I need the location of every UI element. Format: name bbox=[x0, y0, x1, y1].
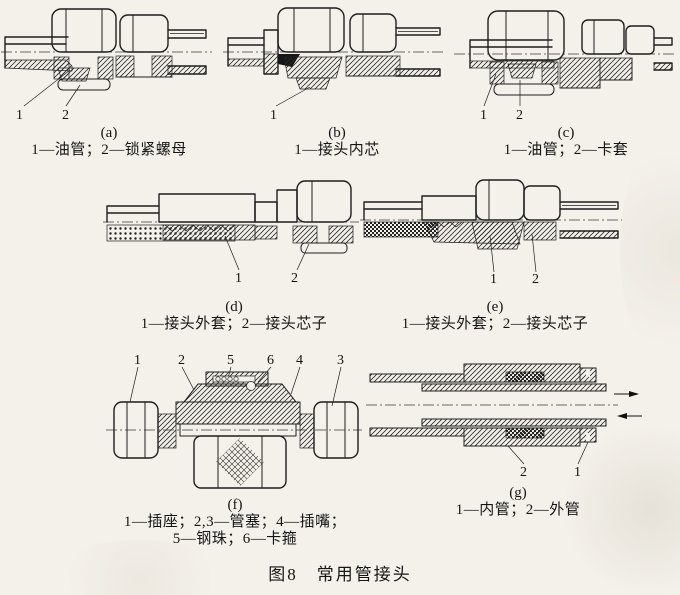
figure-a: 1 2 (a) 1—油管；2—锁紧螺母 bbox=[0, 2, 218, 159]
figure-c-drawing: 1 2 bbox=[454, 10, 674, 123]
leader-line bbox=[65, 84, 81, 107]
leader-line bbox=[23, 69, 71, 107]
part-label: 2 bbox=[516, 108, 523, 123]
figure-f: 1 2 5 6 4 3 (f) 1—插座；2,3—管塞；4—插嘴； 5—钢珠；6… bbox=[106, 350, 364, 548]
figure-f-drawing: 1 2 5 6 4 3 bbox=[106, 353, 362, 489]
part-label: 1 bbox=[235, 271, 242, 286]
part-label: 3 bbox=[337, 353, 344, 368]
leader-line bbox=[489, 235, 495, 273]
leader-line bbox=[483, 73, 497, 107]
figure-a-legend: 1—油管；2—锁紧螺母 bbox=[31, 142, 187, 158]
figure-b-letter: (b) bbox=[328, 125, 346, 141]
leader-line bbox=[275, 86, 311, 107]
part-label: 4 bbox=[296, 353, 303, 368]
figure-d-letter: (d) bbox=[225, 299, 243, 315]
figure-c-letter: (c) bbox=[557, 125, 575, 141]
flow-arrow-left-head bbox=[617, 413, 627, 419]
figure-c-legend: 1—油管；2—卡套 bbox=[503, 142, 629, 158]
leader-line bbox=[531, 233, 537, 273]
part-label: 2 bbox=[532, 272, 539, 287]
figure-b: 1 (b) 1—接头内芯 bbox=[222, 2, 452, 159]
part-label: 2 bbox=[520, 465, 527, 480]
flow-arrow-right-head bbox=[629, 391, 639, 397]
figure-g-letter: (g) bbox=[509, 485, 527, 501]
figure-d-legend: 1—接头外套；2—接头芯子 bbox=[140, 316, 328, 332]
figure-d: 1 2 (d) 1—接头外套；2—接头芯子 bbox=[103, 176, 365, 333]
part-label: 2 bbox=[62, 108, 69, 123]
figure-e-letter: (e) bbox=[486, 299, 504, 315]
figure-b-legend: 1—接头内芯 bbox=[294, 142, 380, 158]
figure-a-letter: (a) bbox=[100, 125, 118, 141]
part-label: 5 bbox=[227, 353, 234, 368]
part-label: 1 bbox=[480, 108, 487, 123]
part-label: 6 bbox=[267, 353, 274, 368]
figure-b-drawing: 1 bbox=[223, 7, 446, 123]
part-label: 2 bbox=[178, 353, 185, 368]
part-label: 1 bbox=[134, 353, 141, 368]
leader-line bbox=[507, 441, 589, 465]
leader-line bbox=[296, 243, 310, 271]
part-label: 1 bbox=[574, 465, 581, 480]
part-label: 1 bbox=[490, 272, 497, 287]
figure-g: 2 1 (g) 1—内管；2—外管 bbox=[366, 350, 670, 519]
figure-e-drawing: 1 2 bbox=[360, 179, 622, 287]
figure-f-letter: (f) bbox=[227, 497, 243, 513]
figure-c: 1 2 (c) 1—油管；2—卡套 bbox=[452, 2, 680, 159]
figure-f-legend-line2: 5—钢珠；6—卡箍 bbox=[172, 531, 298, 547]
leader-line bbox=[224, 235, 240, 271]
figure-a-drawing: 1 2 bbox=[1, 8, 212, 123]
part-label: 1 bbox=[16, 108, 23, 123]
figure-g-drawing: 2 1 bbox=[366, 363, 642, 480]
figure-f-legend-line1: 1—插座；2,3—管塞；4—插嘴； bbox=[123, 514, 347, 530]
part-label: 1 bbox=[270, 108, 277, 123]
figure-title: 图8 常用管接头 bbox=[268, 565, 412, 584]
figure-d-drawing: 1 2 bbox=[103, 180, 359, 286]
figure-e: 1 2 (e) 1—接头外套；2—接头芯子 bbox=[360, 176, 630, 333]
part-label: 2 bbox=[291, 271, 298, 286]
figure-e-legend: 1—接头外套；2—接头芯子 bbox=[401, 316, 589, 332]
figure-g-legend: 1—内管；2—外管 bbox=[455, 502, 581, 518]
